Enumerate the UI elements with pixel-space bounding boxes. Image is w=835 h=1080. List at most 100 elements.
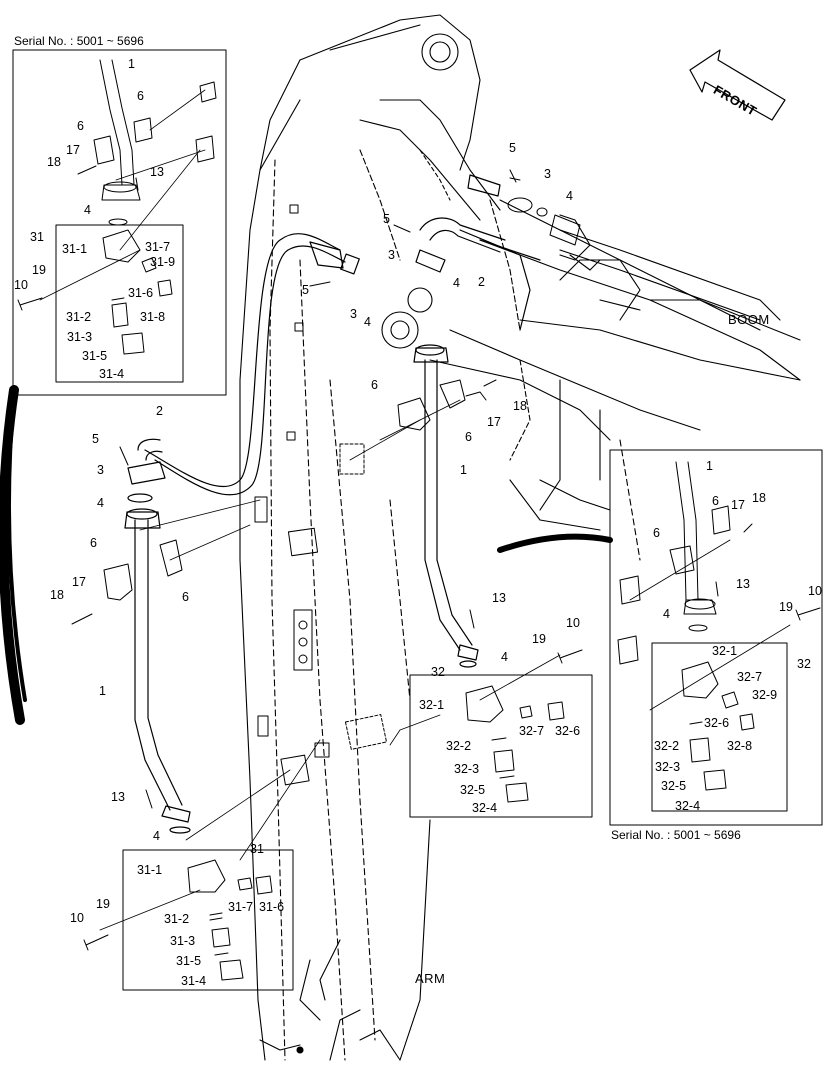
part-label: 1 bbox=[460, 463, 467, 477]
center-pipe-1 bbox=[413, 344, 479, 668]
part-label: 32-8 bbox=[727, 739, 753, 753]
part-label: 32-6 bbox=[704, 716, 730, 730]
part-label: 4 bbox=[501, 650, 508, 664]
part-label: 19 bbox=[779, 600, 793, 614]
hose-2 bbox=[144, 233, 360, 496]
part-label: 32-7 bbox=[519, 724, 545, 738]
part-label: 10 bbox=[808, 584, 822, 598]
part-label: 31-4 bbox=[99, 367, 125, 381]
part-label: 19 bbox=[532, 632, 546, 646]
part-label: 4 bbox=[453, 276, 460, 290]
part-label: 4 bbox=[663, 607, 670, 621]
part-label: 18 bbox=[50, 588, 64, 602]
part-label: 17 bbox=[72, 575, 86, 589]
part-label: 31-5 bbox=[82, 349, 108, 363]
part-label: 32-5 bbox=[460, 783, 486, 797]
part-label: 18 bbox=[513, 399, 527, 413]
part-label: 31-5 bbox=[176, 954, 202, 968]
part-label: 10 bbox=[70, 911, 84, 925]
part-label: 32-3 bbox=[655, 760, 681, 774]
part-label: 31-3 bbox=[170, 934, 196, 948]
part-label: 10 bbox=[14, 278, 28, 292]
part-label: 1 bbox=[99, 684, 106, 698]
part-label: 32-9 bbox=[752, 688, 778, 702]
part-label: 32-2 bbox=[446, 739, 472, 753]
part-label: 4 bbox=[364, 315, 371, 329]
part-label: 31-1 bbox=[62, 242, 88, 256]
part-label: 31 bbox=[250, 842, 264, 856]
part-label: 32-1 bbox=[419, 698, 445, 712]
serial-bottom: Serial No. : 5001 ~ 5696 bbox=[611, 828, 741, 842]
part-label: 6 bbox=[137, 89, 144, 103]
part-label: 31-7 bbox=[145, 240, 171, 254]
part-label: 31-4 bbox=[181, 974, 207, 988]
part-label: 2 bbox=[478, 275, 485, 289]
part-label: 32 bbox=[431, 665, 445, 679]
part-label: 1 bbox=[706, 459, 713, 473]
part-label: 32-3 bbox=[454, 762, 480, 776]
part-label: 10 bbox=[566, 616, 580, 630]
front-arrow bbox=[689, 49, 786, 121]
part-label: 6 bbox=[653, 526, 660, 540]
arm-label: ARM bbox=[415, 971, 446, 986]
part-label: 32-6 bbox=[555, 724, 581, 738]
part-label: 6 bbox=[465, 430, 472, 444]
boom-label: BOOM bbox=[728, 312, 770, 327]
part-label: 18 bbox=[752, 491, 766, 505]
part-label: 5 bbox=[92, 432, 99, 446]
block-31 bbox=[122, 849, 294, 991]
part-label: 13 bbox=[150, 165, 164, 179]
part-label: 32-5 bbox=[661, 779, 687, 793]
part-label: 19 bbox=[96, 897, 110, 911]
part-label: 18 bbox=[47, 155, 61, 169]
part-label: 2 bbox=[156, 404, 163, 418]
part-label: 31-8 bbox=[140, 310, 166, 324]
part-label: 31-6 bbox=[259, 900, 285, 914]
part-label: 6 bbox=[77, 119, 84, 133]
inset-right bbox=[609, 449, 823, 826]
part-label: 4 bbox=[84, 203, 91, 217]
part-label: 13 bbox=[492, 591, 506, 605]
part-label: 5 bbox=[509, 141, 516, 155]
serial-top: Serial No. : 5001 ~ 5696 bbox=[14, 34, 144, 48]
part-label: 31-2 bbox=[66, 310, 92, 324]
part-label: 5 bbox=[383, 212, 390, 226]
part-label: 13 bbox=[111, 790, 125, 804]
part-label: 13 bbox=[736, 577, 750, 591]
part-label: 6 bbox=[182, 590, 189, 604]
part-label: 17 bbox=[487, 415, 501, 429]
part-label: 6 bbox=[712, 494, 719, 508]
part-label: 31-6 bbox=[128, 286, 154, 300]
part-label: 32-1 bbox=[712, 644, 738, 658]
part-label: 19 bbox=[32, 263, 46, 277]
part-label: 32-7 bbox=[737, 670, 763, 684]
part-label: 3 bbox=[350, 307, 357, 321]
part-label: 31-2 bbox=[164, 912, 190, 926]
part-label: 3 bbox=[544, 167, 551, 181]
part-label: 6 bbox=[90, 536, 97, 550]
inset-top-left bbox=[12, 49, 227, 396]
part-label: 4 bbox=[153, 829, 160, 843]
part-label: 17 bbox=[731, 498, 745, 512]
part-label: 1 bbox=[128, 57, 135, 71]
part-label: 6 bbox=[371, 378, 378, 392]
part-label: 31-1 bbox=[137, 863, 163, 877]
part-label: 31-9 bbox=[150, 255, 176, 269]
part-label: 4 bbox=[566, 189, 573, 203]
part-label: 31-7 bbox=[228, 900, 254, 914]
part-label: 32-4 bbox=[472, 801, 498, 815]
part-label: 17 bbox=[66, 143, 80, 157]
left-pipe-1 bbox=[124, 508, 191, 834]
arm-structure bbox=[239, 99, 761, 1061]
block-32 bbox=[409, 674, 593, 818]
part-label: 32 bbox=[797, 657, 811, 671]
part-label: 32-4 bbox=[675, 799, 701, 813]
part-label: 3 bbox=[97, 463, 104, 477]
part-label: 4 bbox=[97, 496, 104, 510]
part-label: 31 bbox=[30, 230, 44, 244]
part-label: 3 bbox=[388, 248, 395, 262]
part-label: 32-2 bbox=[654, 739, 680, 753]
part-label: 31-3 bbox=[67, 330, 93, 344]
